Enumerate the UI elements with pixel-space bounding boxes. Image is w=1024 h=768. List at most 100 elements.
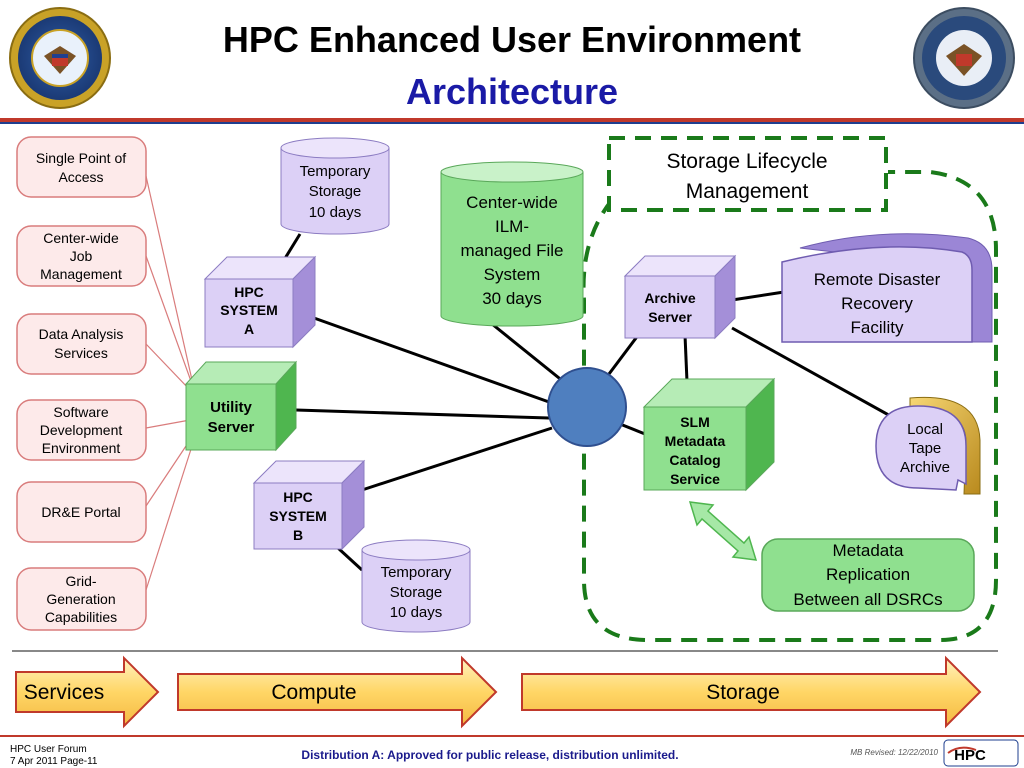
hpc-system-a-node: HPC SYSTEM A	[203, 255, 317, 349]
svg-text:Utility: Utility	[210, 399, 252, 416]
svg-text:System: System	[484, 265, 541, 284]
svg-text:Temporary: Temporary	[300, 163, 371, 180]
svg-text:Services: Services	[24, 681, 105, 704]
svg-text:30 days: 30 days	[482, 289, 542, 308]
svg-text:SYSTEM: SYSTEM	[220, 302, 278, 318]
link-hpca-hub	[313, 316, 550, 404]
link-ilm-hub	[491, 322, 565, 384]
svg-text:Software: Software	[53, 404, 108, 420]
svg-text:Archive: Archive	[644, 290, 696, 306]
storage-lifecycle-line1: Storage Lifecycle	[666, 150, 827, 173]
svg-text:DR&E Portal: DR&E Portal	[41, 504, 120, 520]
link-utility-hub	[295, 408, 550, 420]
svg-text:Service: Service	[670, 471, 720, 487]
svg-text:Capabilities: Capabilities	[45, 609, 117, 625]
svg-text:Temporary: Temporary	[381, 564, 452, 581]
svg-text:Development: Development	[40, 422, 123, 438]
svg-text:Storage: Storage	[706, 681, 780, 704]
svg-text:managed File: managed File	[460, 241, 563, 260]
svg-text:Archive: Archive	[900, 459, 950, 476]
svg-text:Center-wide: Center-wide	[466, 193, 558, 212]
link-archive-tape	[731, 326, 895, 420]
storage-lifecycle-box	[607, 136, 888, 212]
svg-text:10 days: 10 days	[309, 204, 362, 221]
svg-text:A: A	[244, 321, 254, 337]
svg-text:HPC: HPC	[283, 489, 313, 505]
svg-text:Management: Management	[40, 266, 122, 282]
svg-text:Job: Job	[70, 248, 93, 264]
metadata-replication-box: Metadata Replication Between all DSRCs	[761, 538, 975, 612]
section-rule	[12, 650, 998, 652]
hpc-footer-logo: HPC	[943, 739, 1019, 767]
svg-text:HPC: HPC	[234, 284, 264, 300]
slide-title-line2: Architecture	[406, 71, 618, 112]
service-box-grid-generation: Grid- Generation Capabilities	[16, 567, 147, 631]
svg-text:Tape: Tape	[909, 440, 942, 457]
temp-storage-b-cylinder: Temporary Storage 10 days	[361, 539, 471, 633]
footer-date-page: 7 Apr 2011 Page-11	[10, 756, 98, 767]
svg-text:Storage: Storage	[309, 183, 362, 200]
network-hub	[547, 367, 627, 447]
svg-text:Catalog: Catalog	[669, 452, 720, 468]
svg-text:Grid-: Grid-	[65, 573, 96, 589]
archive-server-node: Archive Server	[623, 254, 737, 340]
svg-text:10 days: 10 days	[390, 604, 443, 621]
svg-text:Facility: Facility	[851, 318, 904, 337]
storage-region-border	[581, 170, 998, 642]
service-box-software-dev: Software Development Environment	[16, 399, 147, 461]
footer-forum: HPC User Forum	[10, 744, 87, 755]
arrow-compute: Compute	[177, 655, 498, 729]
svg-text:Compute: Compute	[271, 681, 356, 704]
revised-note: MB Revised: 12/22/2010	[850, 748, 938, 757]
service-box-data-analysis: Data Analysis Services	[16, 313, 147, 375]
service-box-job-management: Center-wide Job Management	[16, 225, 147, 287]
svg-text:Storage: Storage	[390, 584, 443, 601]
footer-rule	[0, 735, 1024, 737]
svg-text:SLM: SLM	[680, 414, 710, 430]
svg-text:Data Analysis: Data Analysis	[39, 326, 124, 342]
svg-text:Access: Access	[58, 169, 103, 185]
svg-text:Generation: Generation	[46, 591, 115, 607]
svg-text:Services: Services	[54, 345, 108, 361]
utility-server-node: Utility Server	[184, 360, 298, 452]
distribution-statement: Distribution A: Approved for public rele…	[301, 748, 678, 762]
svg-text:Environment: Environment	[42, 440, 121, 456]
ilm-file-system-cylinder: Center-wide ILM- managed File System 30 …	[440, 161, 584, 327]
svg-text:SYSTEM: SYSTEM	[269, 508, 327, 524]
svg-text:Single Point of: Single Point of	[36, 150, 126, 166]
svg-text:Metadata: Metadata	[665, 433, 726, 449]
svg-text:Local: Local	[907, 421, 943, 438]
temp-storage-a-cylinder: Temporary Storage 10 days	[280, 137, 390, 235]
replication-double-arrow	[688, 501, 758, 561]
link-archive-remote	[731, 290, 785, 302]
remote-dr-facility-node: Remote Disaster Recovery Facility	[781, 233, 993, 343]
header-rule	[0, 118, 1024, 124]
svg-text:ILM-: ILM-	[495, 217, 529, 236]
svg-text:Between all DSRCs: Between all DSRCs	[793, 590, 942, 609]
link-hpcb-hub	[361, 426, 553, 492]
svg-text:Server: Server	[208, 419, 255, 436]
hpc-system-b-node: HPC SYSTEM B	[252, 459, 366, 551]
svg-text:Remote Disaster: Remote Disaster	[814, 270, 941, 289]
service-box-single-point: Single Point of Access	[16, 136, 147, 198]
link-hpcb-temp	[336, 546, 364, 572]
svg-text:Metadata: Metadata	[833, 541, 904, 560]
link-hpca-temp	[282, 233, 302, 261]
slide-title-line1: HPC Enhanced User Environment	[223, 19, 801, 60]
storage-lifecycle-line2: Management	[686, 180, 809, 203]
arrow-storage: Storage	[521, 655, 982, 729]
svg-text:Server: Server	[648, 309, 692, 325]
asd-rae-seal-logo	[913, 7, 1015, 109]
svg-text:B: B	[293, 527, 303, 543]
svg-text:Center-wide: Center-wide	[43, 230, 119, 246]
service-connectors	[145, 175, 193, 591]
service-box-dre-portal: DR&E Portal	[16, 481, 147, 543]
arrow-services: Services	[15, 655, 160, 729]
svg-text:Recovery: Recovery	[841, 294, 913, 313]
slm-catalog-node: SLM Metadata Catalog Service	[642, 377, 776, 492]
local-tape-archive-node: Local Tape Archive	[875, 396, 981, 495]
svg-text:HPC: HPC	[954, 747, 986, 764]
svg-text:Replication: Replication	[826, 565, 910, 584]
dod-seal-logo	[9, 7, 111, 109]
